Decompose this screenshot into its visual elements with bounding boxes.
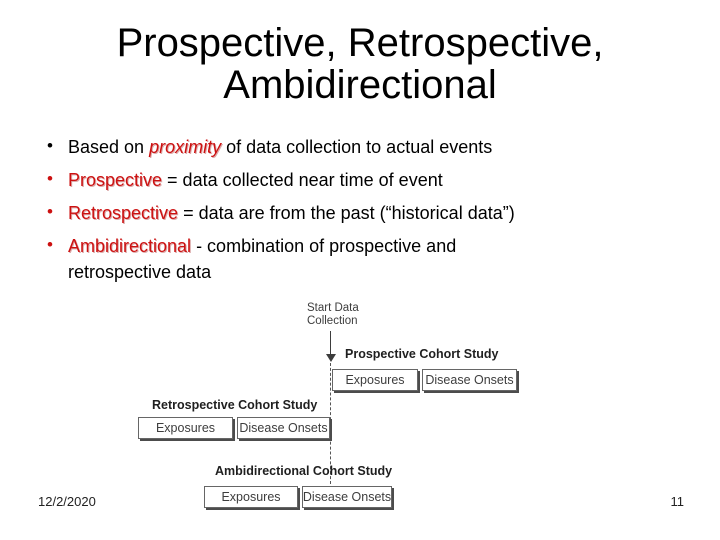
text-segment: Prospective (68, 170, 163, 190)
bullet-marker: • (47, 136, 53, 155)
bullet-item-prospective: • Prospective = data collected near time… (45, 167, 679, 193)
start-data-collection-label: Start Data Collection (307, 302, 359, 328)
timeline-dashed-line (330, 363, 331, 484)
retrospective-study-label: Retrospective Cohort Study (152, 398, 318, 412)
prospective-study-label: Prospective Cohort Study (345, 347, 499, 361)
bullet-item-proximity: • Based on proximity of data collection … (45, 134, 679, 160)
bullet-item-ambidirectional: • Ambidirectional - combination of prosp… (45, 233, 679, 285)
ambidirectional-disease-onsets-box: Disease Onsets (302, 486, 392, 508)
prospective-disease-onsets-box: Disease Onsets (422, 369, 517, 391)
retrospective-exposures-box: Exposures (138, 417, 233, 439)
text-segment: proximity (149, 137, 222, 157)
text-segment: Ambidirectional (68, 236, 192, 256)
text-segment: of data collection to actual events (221, 137, 493, 157)
bullet-marker: • (47, 235, 53, 254)
down-arrow-line (330, 331, 331, 355)
prospective-exposures-box: Exposures (332, 369, 418, 391)
text-segment: = data collected near time of event (162, 170, 443, 190)
ambidirectional-box-row: Exposures Disease Onsets (204, 486, 392, 508)
bullet-list: • Based on proximity of data collection … (45, 134, 679, 292)
ambidirectional-study-label: Ambidirectional Cohort Study (215, 464, 393, 478)
ambidirectional-exposures-box: Exposures (204, 486, 298, 508)
bullet-marker: • (47, 169, 53, 188)
text-segment: = data are from the past (“historical da… (178, 203, 515, 223)
text-segment: - combination of prospective and retrosp… (68, 236, 457, 282)
prospective-box-row: Exposures Disease Onsets (332, 369, 517, 391)
bullet-marker: • (47, 202, 53, 221)
bullet-text: Ambidirectional - combination of prospec… (68, 236, 456, 282)
bullet-text: Retrospective = data are from the past (… (68, 203, 515, 223)
start-label-line-2: Collection (307, 315, 358, 327)
title-line-1: Prospective, Retrospective, (116, 21, 604, 65)
title-line-2: Ambidirectional (223, 63, 497, 107)
text-segment: Based on (68, 137, 150, 157)
down-arrow-head-icon (326, 354, 336, 362)
footer-date: 12/2/2020 (38, 494, 96, 509)
bullet-text: Prospective = data collected near time o… (68, 170, 443, 190)
start-label-line-1: Start Data (307, 302, 359, 314)
bullet-text: Based on proximity of data collection to… (68, 137, 492, 157)
retrospective-disease-onsets-box: Disease Onsets (237, 417, 330, 439)
bullet-item-retrospective: • Retrospective = data are from the past… (45, 200, 679, 226)
page-title: Prospective, Retrospective, Ambidirectio… (0, 22, 720, 106)
text-segment: Retrospective (68, 203, 179, 223)
slide-number: 11 (670, 494, 685, 509)
retrospective-box-row: Exposures Disease Onsets (138, 417, 330, 439)
